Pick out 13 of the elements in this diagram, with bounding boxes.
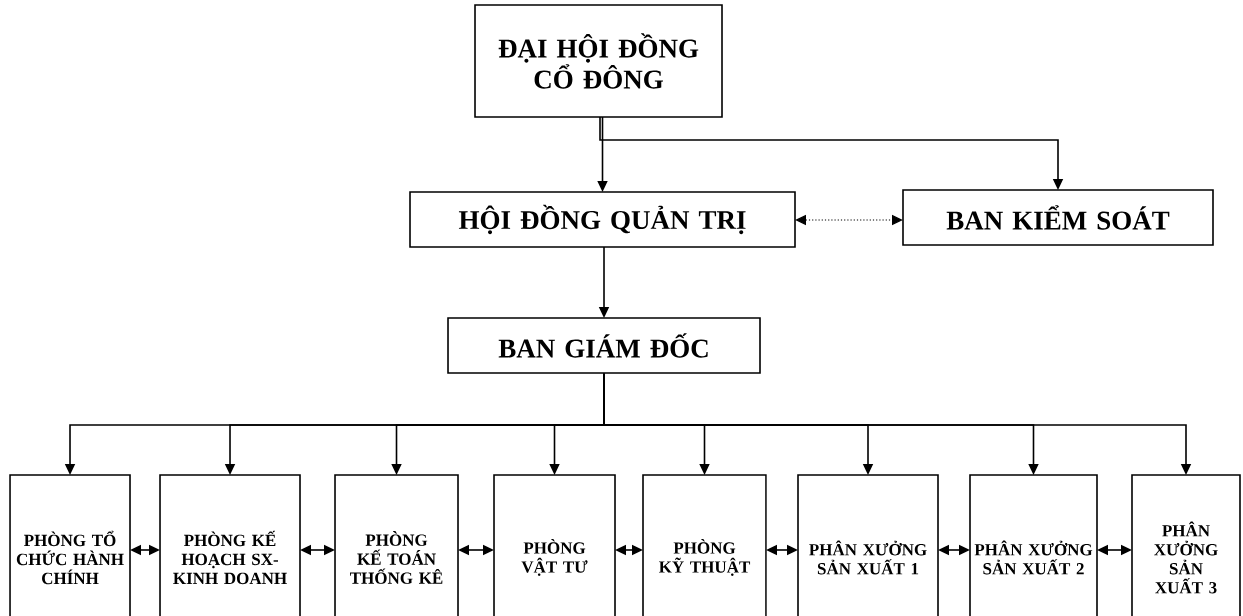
org-box: PHÒNG TỔ CHỨC HÀNH CHÍNH <box>9 474 131 616</box>
org-box: PHÒNG KẾ TOÁN THỐNG KÊ <box>334 474 459 616</box>
org-box: BAN GIÁM ĐỐC <box>447 317 761 374</box>
org-box: PHÒNG KẾ HOẠCH SX-KINH DOANH <box>159 474 301 616</box>
org-box: BAN KIỂM SOÁT <box>902 189 1214 246</box>
org-box: PHÂN XƯỞNG SẢN XUẤT 1 <box>797 474 939 616</box>
org-box: PHÂN XƯỞNG SẢN XUẤT 3 <box>1131 474 1241 616</box>
org-box: PHÒNG VẬT TƯ <box>493 474 616 616</box>
arrow <box>795 214 903 226</box>
org-box: PHÂN XƯỞNG SẢN XUẤT 2 <box>969 474 1098 616</box>
org-box: HỘI ĐỒNG QUẢN TRỊ <box>409 191 796 248</box>
org-box: PHÒNG KỸ THUẬT <box>642 474 767 616</box>
org-box: ĐẠI HỘI ĐỒNG CỔ ĐÔNG <box>474 4 723 118</box>
